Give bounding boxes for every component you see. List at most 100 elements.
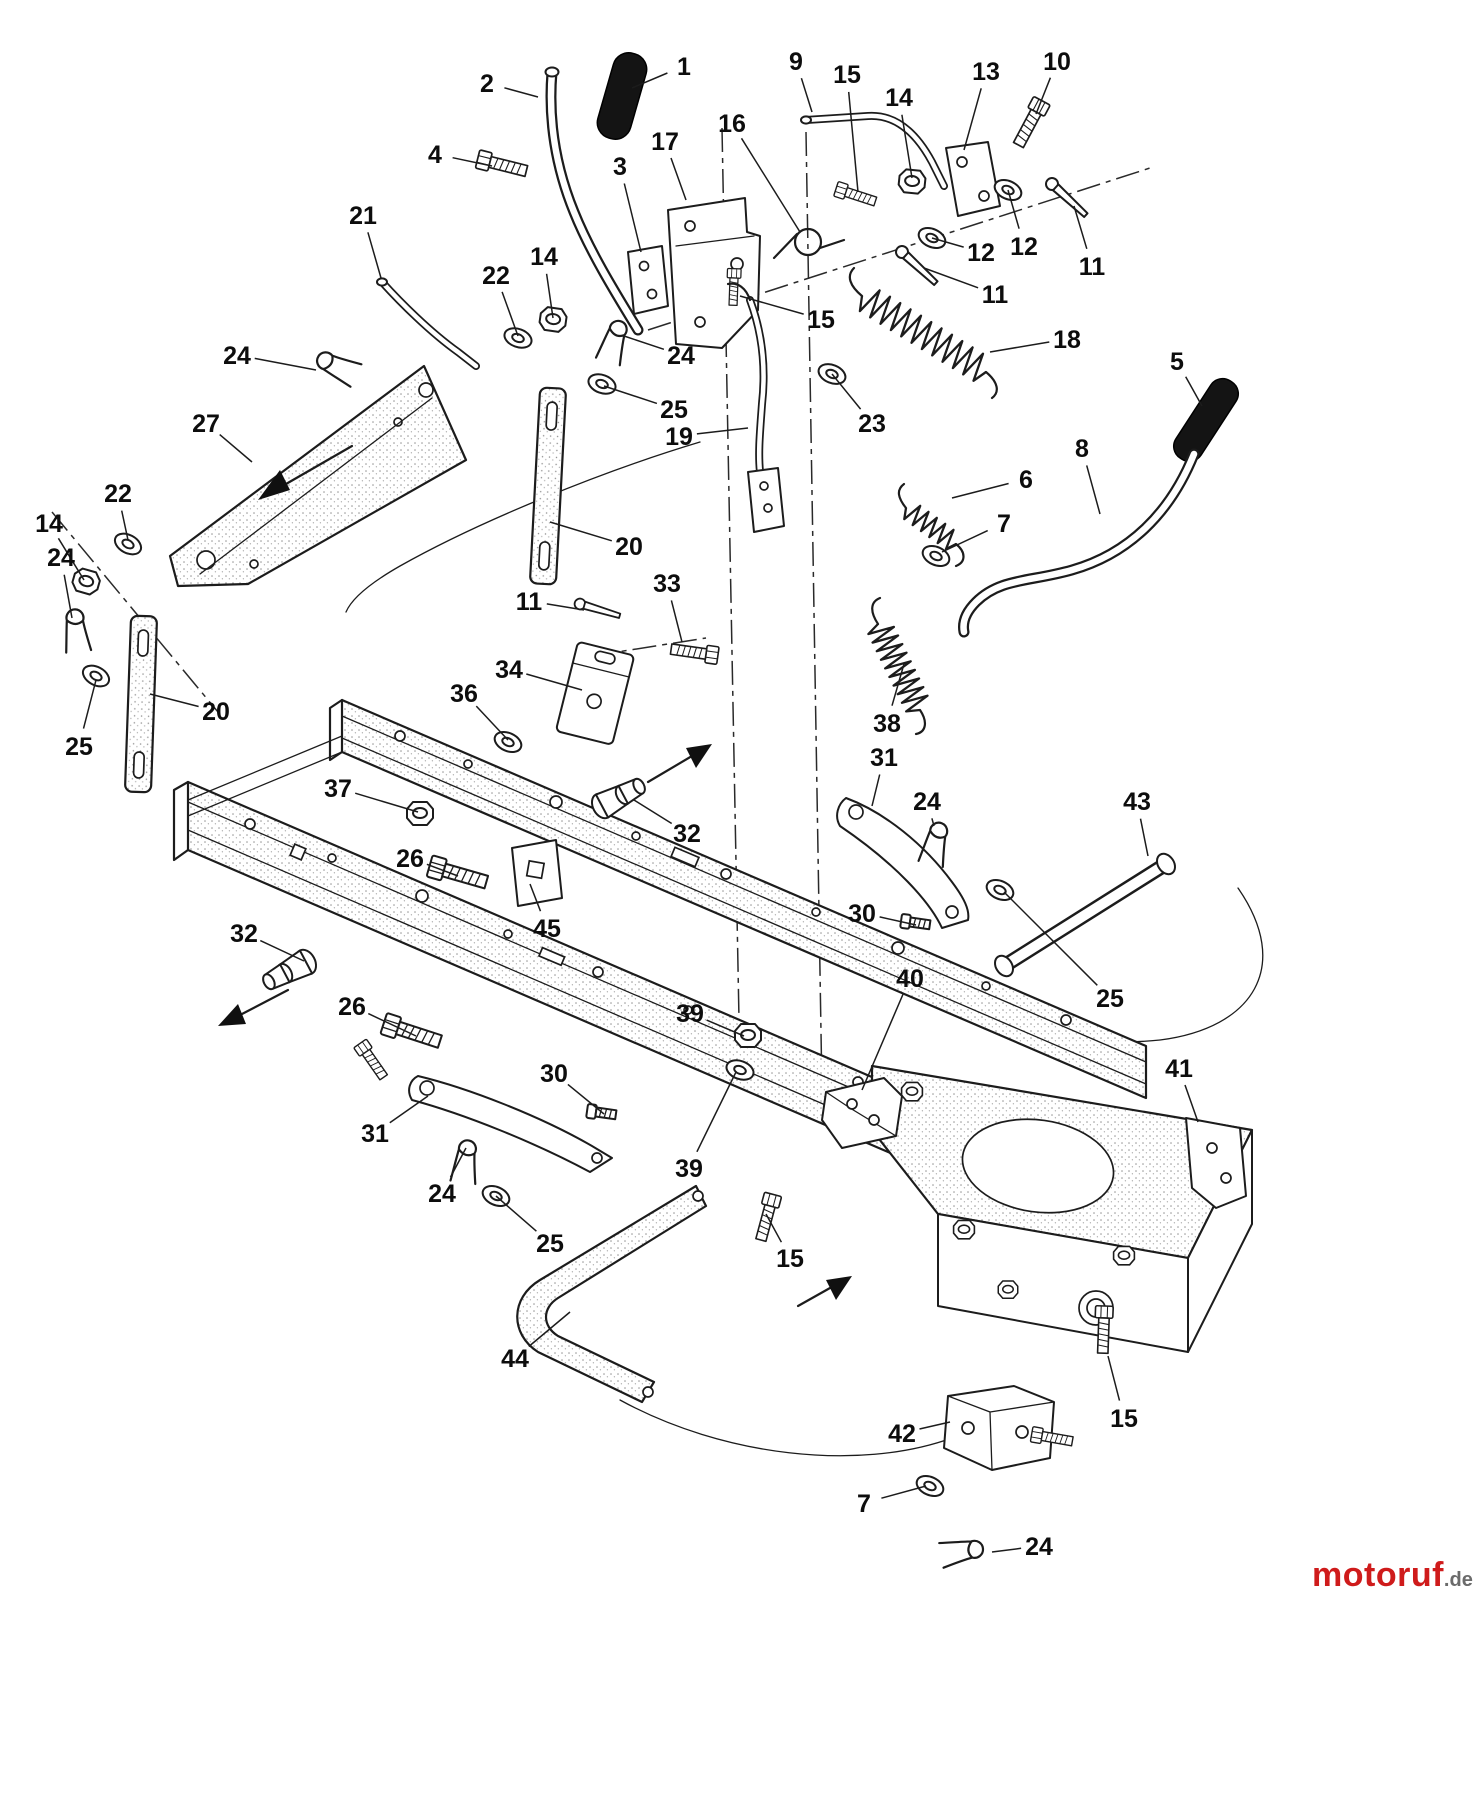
callout-leader: [82, 679, 97, 729]
callout-7: 7: [857, 1490, 871, 1518]
callout-19: 19: [665, 423, 693, 451]
callout-45: 45: [533, 915, 561, 943]
triangle-plate-27: [168, 364, 468, 588]
bolt-10: [1009, 95, 1052, 151]
callout-15: 15: [1110, 1405, 1138, 1433]
callout-leader: [1139, 818, 1149, 857]
callout-leader: [989, 341, 1050, 353]
callout-leader: [526, 673, 583, 691]
nut-14: [537, 305, 569, 334]
callout-15: 15: [807, 306, 835, 334]
callout-leader: [1007, 189, 1020, 229]
grip-5: [1172, 377, 1240, 463]
bracket-41: [1185, 1117, 1247, 1209]
arrow-lower-plug: [218, 1004, 246, 1026]
callout-leader: [963, 88, 982, 151]
callout-24: 24: [223, 342, 251, 370]
callout-leader: [891, 663, 905, 706]
callout-leader: [919, 1421, 951, 1430]
bolt-26: [379, 1011, 445, 1054]
watermark: motoruf.de: [1312, 1556, 1473, 1595]
callout-21: 21: [349, 202, 377, 230]
callout-24: 24: [667, 342, 695, 370]
left-lift-assembly: [60, 364, 567, 794]
arrow-bottom: [826, 1276, 852, 1300]
near-rail: [172, 780, 992, 1198]
right-lever-assembly: [897, 377, 1240, 638]
bolt-33: [669, 639, 720, 666]
bracket-40: [821, 1077, 903, 1149]
nut-37: [406, 801, 434, 826]
callout-27: 27: [192, 410, 220, 438]
callout-leader: [879, 916, 917, 926]
callout-25: 25: [1096, 985, 1124, 1013]
callout-24: 24: [428, 1180, 456, 1208]
bolt-26: [352, 1038, 391, 1083]
callout-8: 8: [1075, 435, 1089, 463]
callout-22: 22: [482, 262, 510, 290]
callout-leader: [800, 77, 813, 113]
callout-leader: [1185, 376, 1203, 407]
callout-leader: [1073, 205, 1088, 250]
bottom-assembly: [516, 1184, 1115, 1569]
callout-40: 40: [896, 965, 924, 993]
strap-20-lower: [124, 614, 158, 794]
callout-leader: [495, 1195, 537, 1232]
callout-leader: [426, 863, 459, 877]
callout-20: 20: [202, 698, 230, 726]
callout-leader: [501, 291, 519, 337]
callout-leader: [1107, 1355, 1121, 1401]
callout-5: 5: [1170, 348, 1184, 376]
callout-leader: [670, 600, 683, 643]
callout-12: 12: [967, 239, 995, 267]
plate-45: [511, 839, 563, 907]
callout-leader: [931, 237, 964, 248]
callout-leader: [991, 1547, 1022, 1553]
bolt-4: [474, 148, 530, 181]
callout-12: 12: [1010, 233, 1038, 261]
callout-leader: [931, 818, 935, 827]
callout-1: 1: [677, 53, 691, 81]
callout-leader: [847, 91, 859, 193]
far-rail: [328, 698, 1148, 1100]
callout-leader: [367, 232, 382, 279]
rod-43: [994, 852, 1176, 978]
callout-24: 24: [47, 544, 75, 572]
callout-18: 18: [1053, 326, 1081, 354]
direction-arrows: [218, 444, 852, 1308]
watermark-domain: .de: [1443, 1569, 1473, 1591]
callout-leader: [831, 373, 862, 410]
callout-36: 36: [450, 680, 478, 708]
callout-leader: [367, 1012, 417, 1037]
rod-19: [726, 282, 785, 533]
u-bracket-44: [516, 1184, 708, 1404]
lever-rod-8: [958, 448, 1200, 638]
callout-42: 42: [888, 1420, 916, 1448]
callout-leader: [475, 705, 509, 741]
callout-11: 11: [1079, 253, 1106, 281]
callout-leader: [219, 434, 253, 463]
callout-leader: [254, 357, 317, 371]
washer-22: [500, 323, 536, 353]
callout-15: 15: [776, 1245, 804, 1273]
callout-leader: [567, 1083, 605, 1115]
callout-leader: [529, 883, 542, 912]
callout-25: 25: [660, 396, 688, 424]
cotter-pin-11: [1042, 174, 1092, 221]
callout-25: 25: [536, 1230, 564, 1258]
callout-leader: [696, 427, 749, 435]
washer-7: [912, 1471, 948, 1501]
callout-31: 31: [361, 1120, 389, 1148]
rod-21: [376, 277, 480, 370]
callout-14: 14: [885, 84, 913, 112]
bracket-17: [667, 197, 761, 349]
callout-14: 14: [530, 243, 558, 271]
callout-11: 11: [982, 281, 1009, 309]
callout-leader: [670, 157, 687, 201]
callout-24: 24: [1025, 1533, 1053, 1561]
callout-leader: [923, 267, 979, 289]
callout-leader: [449, 1147, 467, 1178]
callout-39: 39: [676, 1000, 704, 1028]
spring-38: [867, 596, 929, 736]
